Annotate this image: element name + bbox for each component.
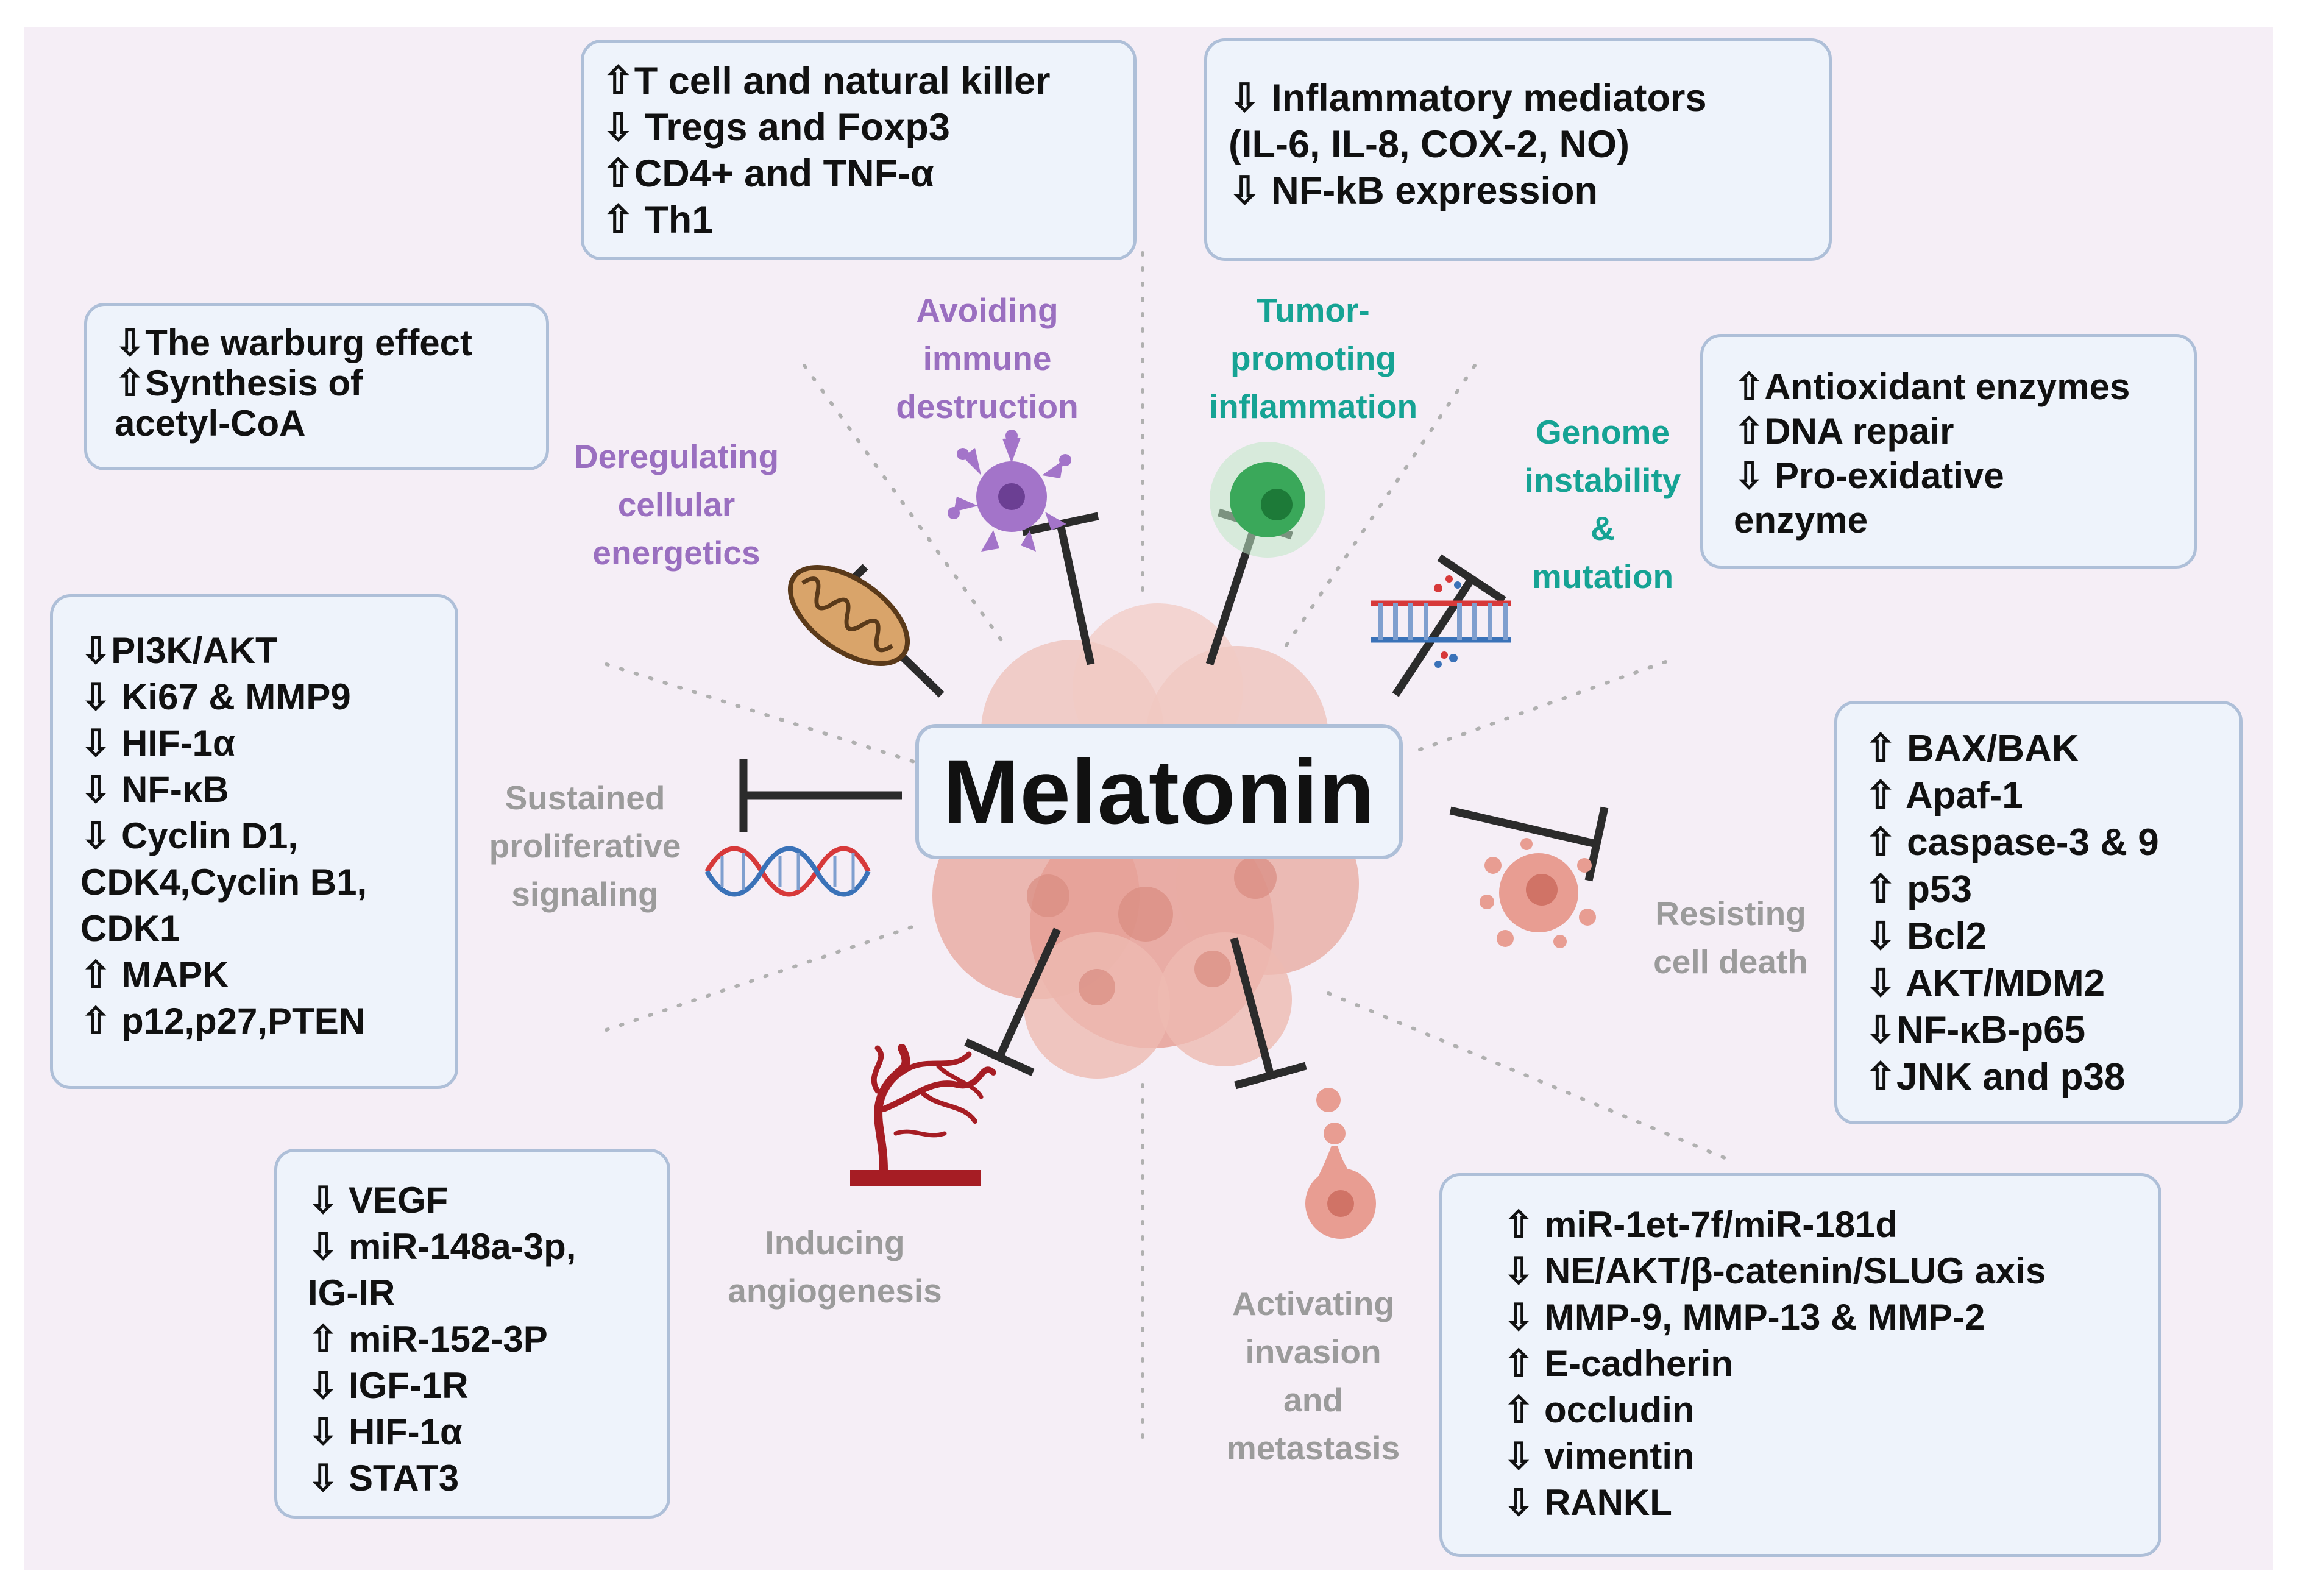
inhibitor-angiogenesis (964, 927, 1061, 1076)
proliferative-effects-box: ⇩PI3K/AKT ⇩ Ki67 & MMP9 ⇩ HIF-1α ⇩ NF-κB… (50, 594, 458, 1089)
hallmark-energetics-label: Deregulating cellular energetics (573, 438, 779, 572)
blood-vessel-icon (850, 1044, 996, 1186)
angiogenesis-effects-box: ⇩ VEGF ⇩ miR-148a-3p, IG-IR ⇧ miR-152-3P… (274, 1149, 670, 1519)
genome-effects-box: ⇧Antioxidant enzymes ⇧DNA repair ⇩ Pro-e… (1700, 334, 2197, 569)
melatonin-title: Melatonin (943, 740, 1375, 843)
melatonin-title-box: Melatonin (915, 724, 1403, 859)
hallmark-cell-death-label: Resisting cell death (1653, 895, 1808, 981)
inhibitor-genome (1392, 554, 1506, 697)
dna-helix-icon (704, 846, 871, 897)
cell-death-effects-box: ⇧ BAX/BAK ⇧ Apaf-1 ⇧ caspase-3 & 9 ⇧ p53… (1834, 701, 2243, 1124)
immune-cell-icon (948, 430, 1071, 552)
hallmark-proliferative-label: Sustained proliferative signaling (489, 779, 681, 913)
dotted-separators (605, 251, 1726, 1452)
inhibitor-invasion (1230, 937, 1307, 1090)
metastatic-cell-icon (1305, 1088, 1376, 1239)
mitochondrion-icon (787, 565, 910, 666)
energetics-effects-box: ⇩The warburg effect ⇧Synthesis of acetyl… (84, 303, 549, 470)
hallmark-genome-label: Genome instability & mutation (1524, 413, 1681, 595)
inflammation-effects-box: ⇩ Inflammatory mediators (IL-6, IL-8, CO… (1204, 38, 1832, 261)
apoptotic-cell-icon (1480, 838, 1596, 948)
hallmark-angiogenesis-label: Inducing angiogenesis (728, 1224, 942, 1310)
inflammation-cell-icon (1210, 442, 1325, 558)
immune-effects-box: ⇧T cell and natural killer ⇩ Tregs and F… (581, 40, 1137, 260)
invasion-effects-box: ⇧ miR-1et-7f/miR-181d ⇩ NE/AKT/β-catenin… (1439, 1173, 2161, 1557)
inhibitor-proliferative (739, 759, 902, 832)
hallmark-inflammation-label: Tumor- promoting inflammation (1208, 291, 1418, 425)
dna-repair-icon (1371, 575, 1511, 668)
hallmark-invasion-label: Activating invasion and metastasis (1226, 1285, 1400, 1467)
inhibitor-cell-death (1449, 806, 1609, 882)
hallmark-immune-label: Avoiding immune destruction (896, 291, 1079, 425)
